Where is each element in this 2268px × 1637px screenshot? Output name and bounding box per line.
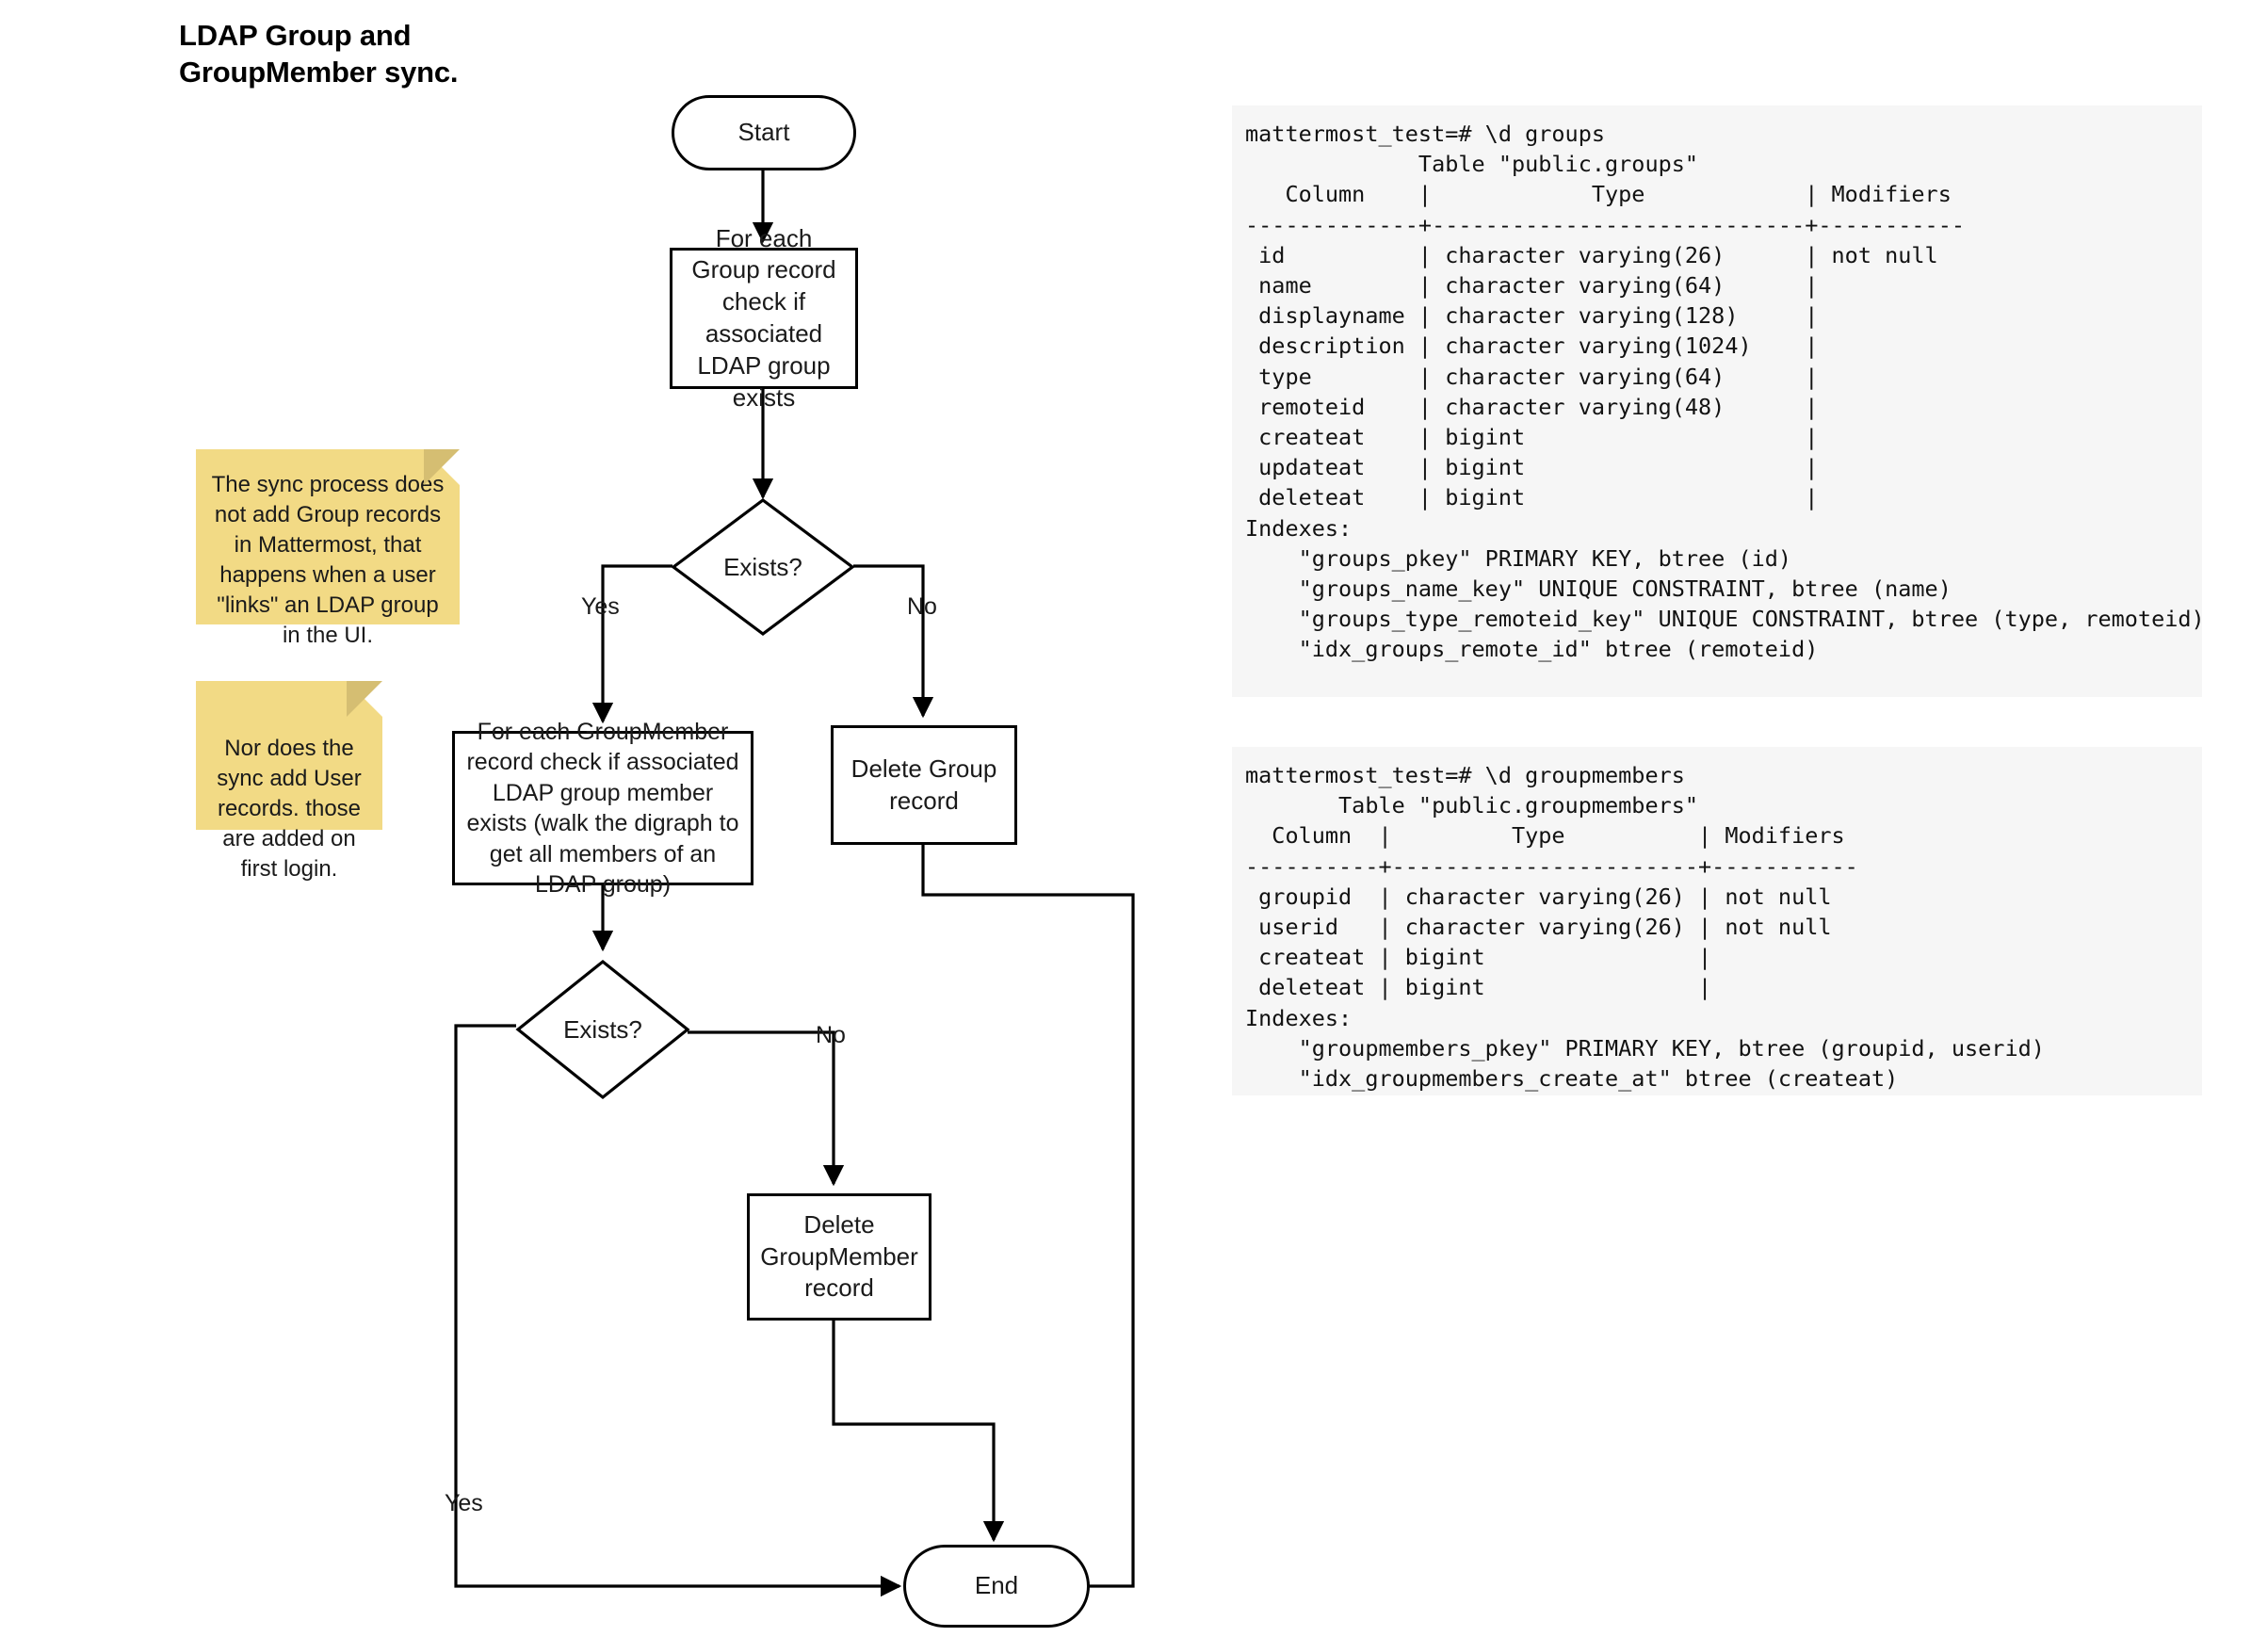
node-decision-group-exists-label: Exists? [723,552,802,581]
node-decision-group-exists[interactable]: Exists? [671,497,855,637]
node-start-label: Start [737,118,790,147]
edge-exists-yes-to-check-member [591,564,672,724]
edge-exists-no-to-delete-group [853,564,934,719]
page-title: LDAP Group and GroupMember sync. [179,17,556,90]
edge-exists2-yes-to-end [454,1024,902,1597]
page-title-line-2: GroupMember sync. [179,56,459,89]
node-delete-group-record-label: Delete Group record [850,754,997,815]
decision-diamond-shape [671,498,855,636]
note-fold-shadow [424,449,460,485]
sticky-note-group-records-text: The sync process does not add Group reco… [211,472,445,648]
decision-diamond-shape-2 [515,959,690,1100]
edge-label-member-no: No [816,1022,846,1048]
edge-delete-member-to-end [832,1321,1005,1543]
node-check-group-record-label: For each Group record check if associate… [691,223,836,412]
terminal-output-groupmembers: mattermost_test=# \d groupmembers Table … [1232,747,2202,1095]
terminal-output-groups: mattermost_test=# \d groups Table "publi… [1232,105,2202,697]
edge-exists2-no-to-delete-member [688,1030,845,1187]
node-end[interactable]: End [903,1545,1090,1628]
node-delete-groupmember-record-label: Delete GroupMember record [760,1209,918,1303]
node-decision-member-exists[interactable]: Exists? [515,959,690,1100]
node-check-groupmember-record-label: For each GroupMember record check if ass… [466,718,739,899]
sticky-note-user-records-text: Nor does the sync add User records. thos… [217,736,362,882]
node-start[interactable]: Start [672,95,856,170]
node-check-group-record[interactable]: For each Group record check if associate… [670,224,858,412]
sticky-note-group-records: The sync process does not add Group reco… [196,449,460,648]
edge-label-member-yes: Yes [445,1490,483,1516]
page-title-line-1: LDAP Group and [179,19,412,52]
node-delete-group-record[interactable]: Delete Group record [831,725,1017,845]
note-fold-shadow [347,681,382,717]
edge-delete-group-to-end [921,845,1135,1597]
edge-label-group-yes: Yes [581,593,620,620]
sticky-note-user-records: Nor does the sync add User records. thos… [196,681,382,882]
edge-label-group-no: No [907,593,937,620]
node-check-groupmember-record[interactable]: For each GroupMember record check if ass… [452,719,753,898]
node-delete-groupmember-record[interactable]: Delete GroupMember record [747,1193,932,1321]
node-decision-member-exists-label: Exists? [563,1014,642,1044]
node-end-label: End [974,1571,1019,1600]
